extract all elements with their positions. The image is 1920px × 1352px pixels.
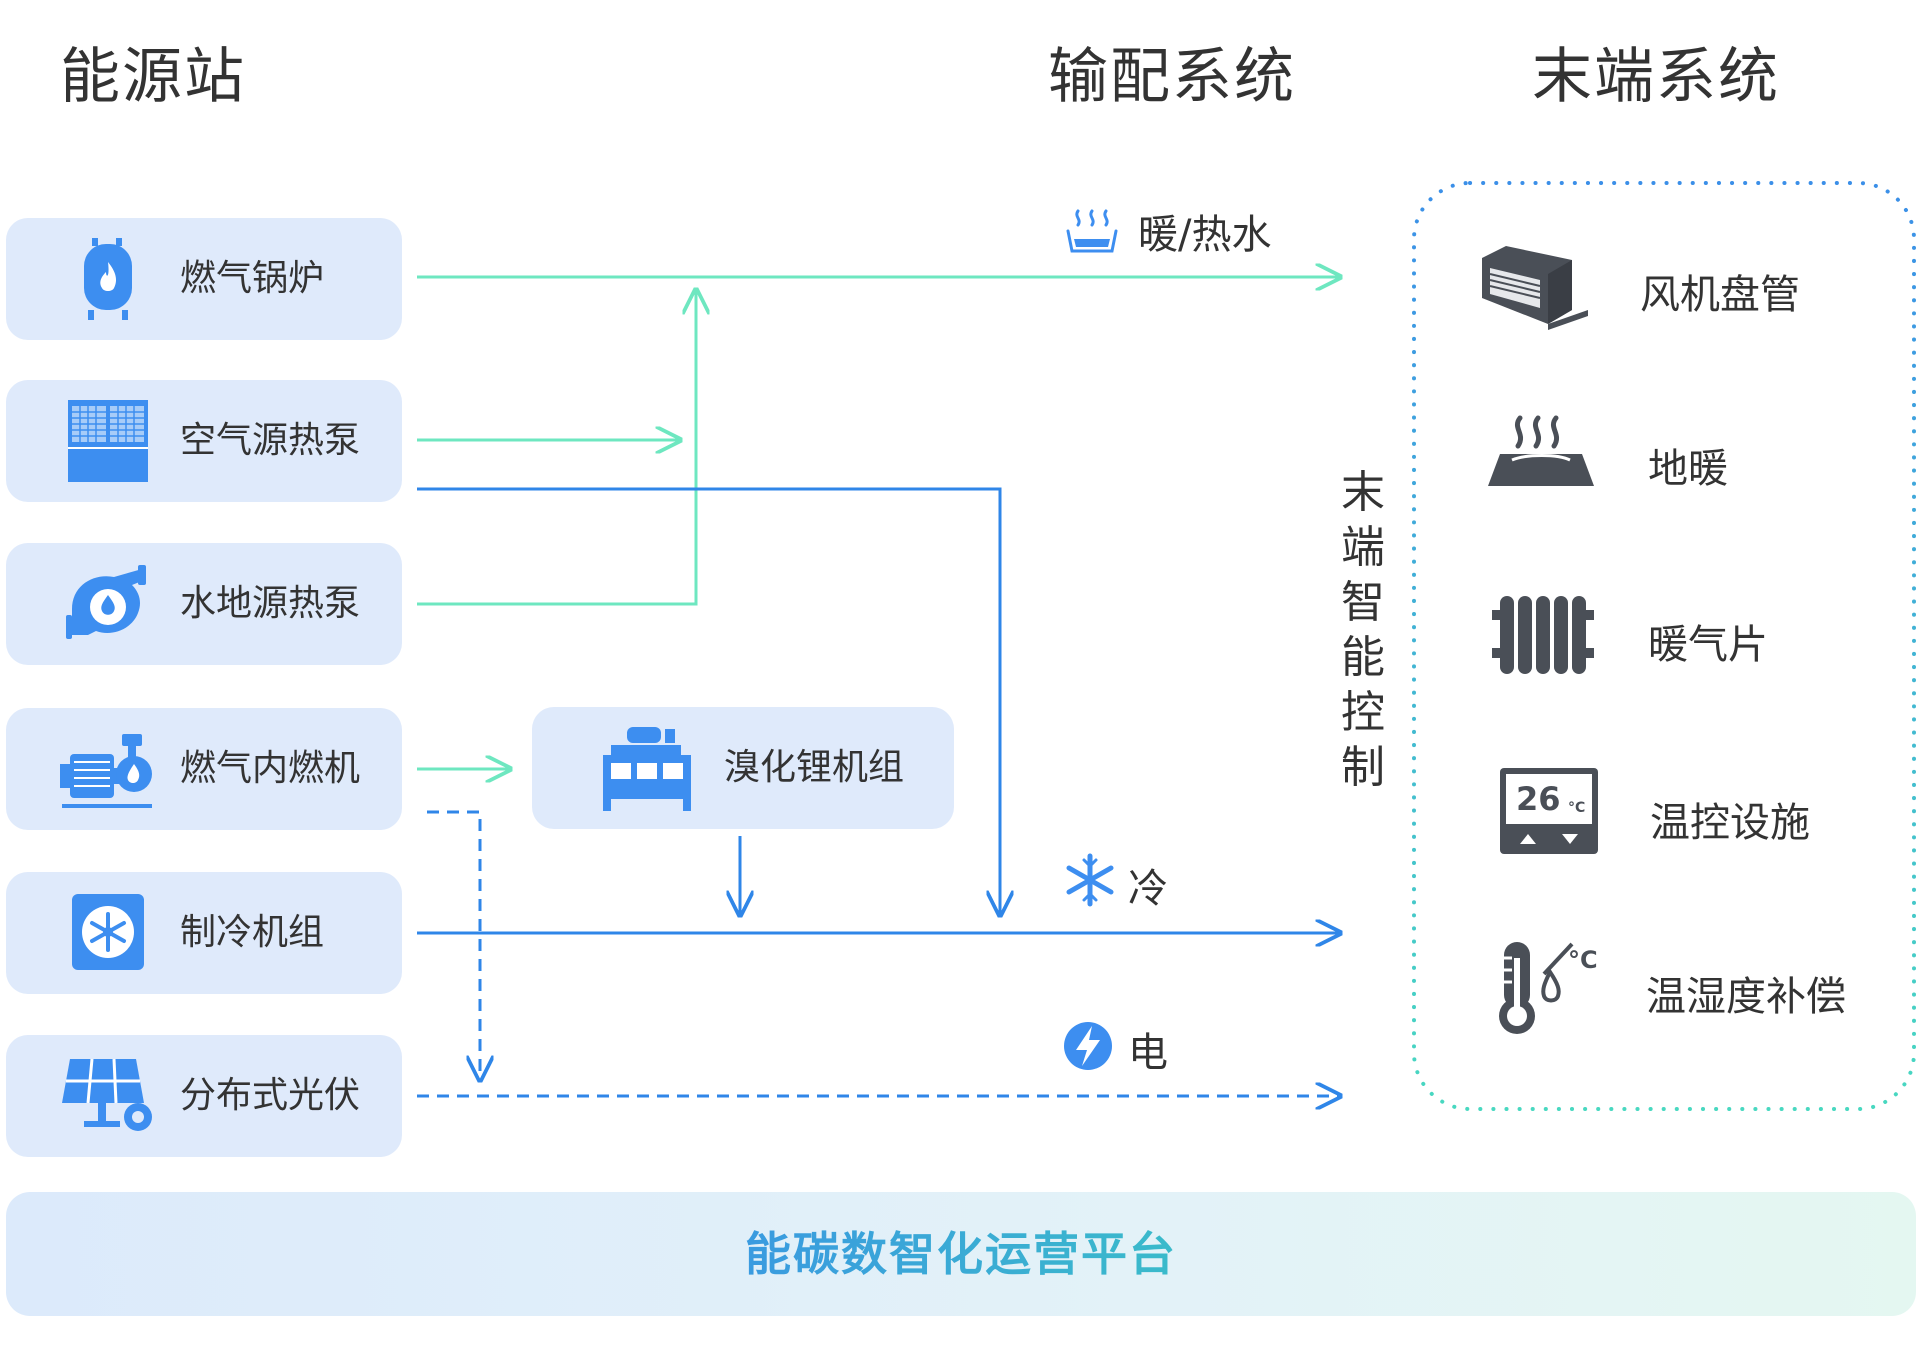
middle-label: 溴化锂机组 [724,747,905,788]
lithium-bromide-unit: 溴化锂机组 [532,707,954,829]
humidity-unit: °C [1568,946,1598,974]
terminal-label: 温湿度补偿 [1646,974,1846,1020]
source-label: 燃气内燃机 [180,748,361,789]
fan-coil-icon [1482,246,1588,330]
source-label: 水地源热泵 [180,583,361,624]
lightning-icon [1064,1022,1112,1070]
floor-heating-icon [1488,415,1594,486]
source-label: 分布式光伏 [180,1075,361,1116]
energy-station-title: 能源站 [60,42,246,112]
terminal-smart-control-label: 末 端 智 能 控 制 [1341,467,1385,793]
source-chiller: 制冷机组 [6,872,402,994]
thermostat-icon: 26 °C [1500,768,1598,854]
source-air-heat-pump: 空气源热泵 [6,380,402,502]
heat-flow-label: 暖/热水 [1138,212,1272,258]
water-source-heat-line [417,290,696,606]
terminal-container [1412,181,1916,1111]
thermostat-display: 26 [1516,780,1561,818]
source-gas-boiler: 燃气锅炉 [6,218,402,340]
gas-engine-power-line [427,810,480,1080]
snowflake-icon [1066,853,1114,907]
terminal-label: 暖气片 [1648,622,1768,668]
terminal-label: 温控设施 [1650,800,1810,846]
air-source-heat-pump-icon [68,400,148,482]
thermostat-unit: °C [1568,800,1585,816]
terminal-label: 风机盘管 [1640,272,1800,318]
operation-platform: 能碳数智化运营平台 [6,1192,1916,1316]
lithium-bromide-unit-icon [603,727,691,811]
distribution-system-title: 输配系统 [1048,42,1296,112]
radiator-icon [1492,596,1594,674]
source-solar: 分布式光伏 [6,1035,402,1157]
air-source-cold-line [417,487,1000,915]
water-source-heat-pump-icon [66,565,146,639]
cold-flow-label: 冷 [1128,866,1168,912]
gas-boiler-icon [84,238,132,320]
source-label: 制冷机组 [180,912,325,953]
terminal-label: 地暖 [1648,446,1728,492]
solar-panel-icon [62,1058,152,1131]
source-label: 空气源热泵 [180,420,361,461]
source-water-heat-pump: 水地源热泵 [6,543,402,665]
terminal-system-title: 末端系统 [1532,42,1780,112]
source-label: 燃气锅炉 [180,258,325,299]
gas-engine-icon [60,734,152,808]
power-flow-label: 电 [1128,1030,1168,1076]
source-gas-engine: 燃气内燃机 [6,708,402,830]
hot-water-icon [1066,209,1118,253]
chiller-icon [72,894,144,970]
platform-label: 能碳数智化运营平台 [6,1192,1916,1316]
thermometer-humidity-icon: °C [1499,942,1598,1034]
